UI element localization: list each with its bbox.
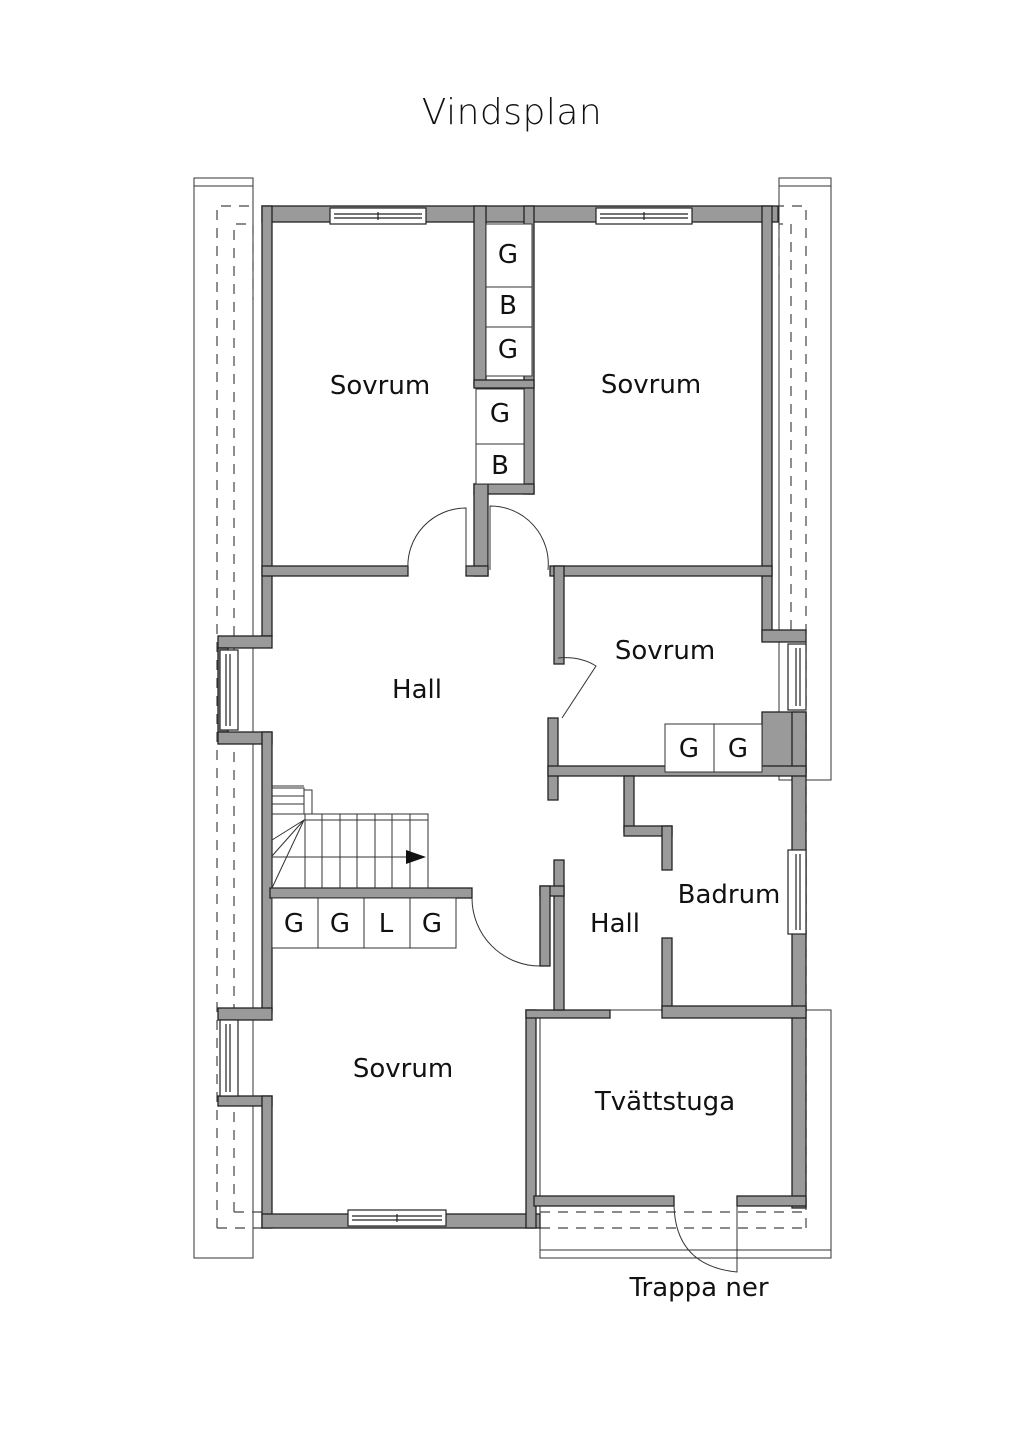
- doors: [407, 505, 738, 1273]
- closet-label: L: [378, 909, 394, 939]
- room-label-hall-main: Hall: [392, 675, 442, 705]
- closet-label: B: [491, 451, 509, 481]
- room-label-sovrum-e: Sovrum: [614, 636, 716, 666]
- closet-label: B: [499, 291, 517, 321]
- closet-label: G: [329, 909, 351, 939]
- closet-cells: [271, 223, 763, 949]
- windows: [219, 207, 807, 1227]
- closet-label: G: [678, 734, 700, 764]
- room-label-sovrum-sw: Sovrum: [352, 1054, 454, 1084]
- room-label-badrum: Badrum: [677, 880, 781, 910]
- dashed-knee-walls: [216, 205, 807, 1229]
- room-label-sovrum-nw: Sovrum: [329, 371, 431, 401]
- closet-label: G: [497, 240, 519, 270]
- room-label-tvattstuga: Tvättstuga: [594, 1087, 736, 1117]
- stairs-down-label: Trappa ner: [629, 1273, 769, 1303]
- room-label-hall-small: Hall: [590, 909, 640, 939]
- closet-label: G: [421, 909, 443, 939]
- room-label-sovrum-ne: Sovrum: [600, 370, 702, 400]
- stair-direction-arrow-icon: [406, 850, 426, 864]
- closet-label: G: [283, 909, 305, 939]
- closet-label: G: [497, 335, 519, 365]
- closet-label: G: [727, 734, 749, 764]
- staircase[interactable]: [271, 785, 429, 889]
- closet-label: G: [489, 399, 511, 429]
- plan-title: Vindsplan: [421, 92, 603, 133]
